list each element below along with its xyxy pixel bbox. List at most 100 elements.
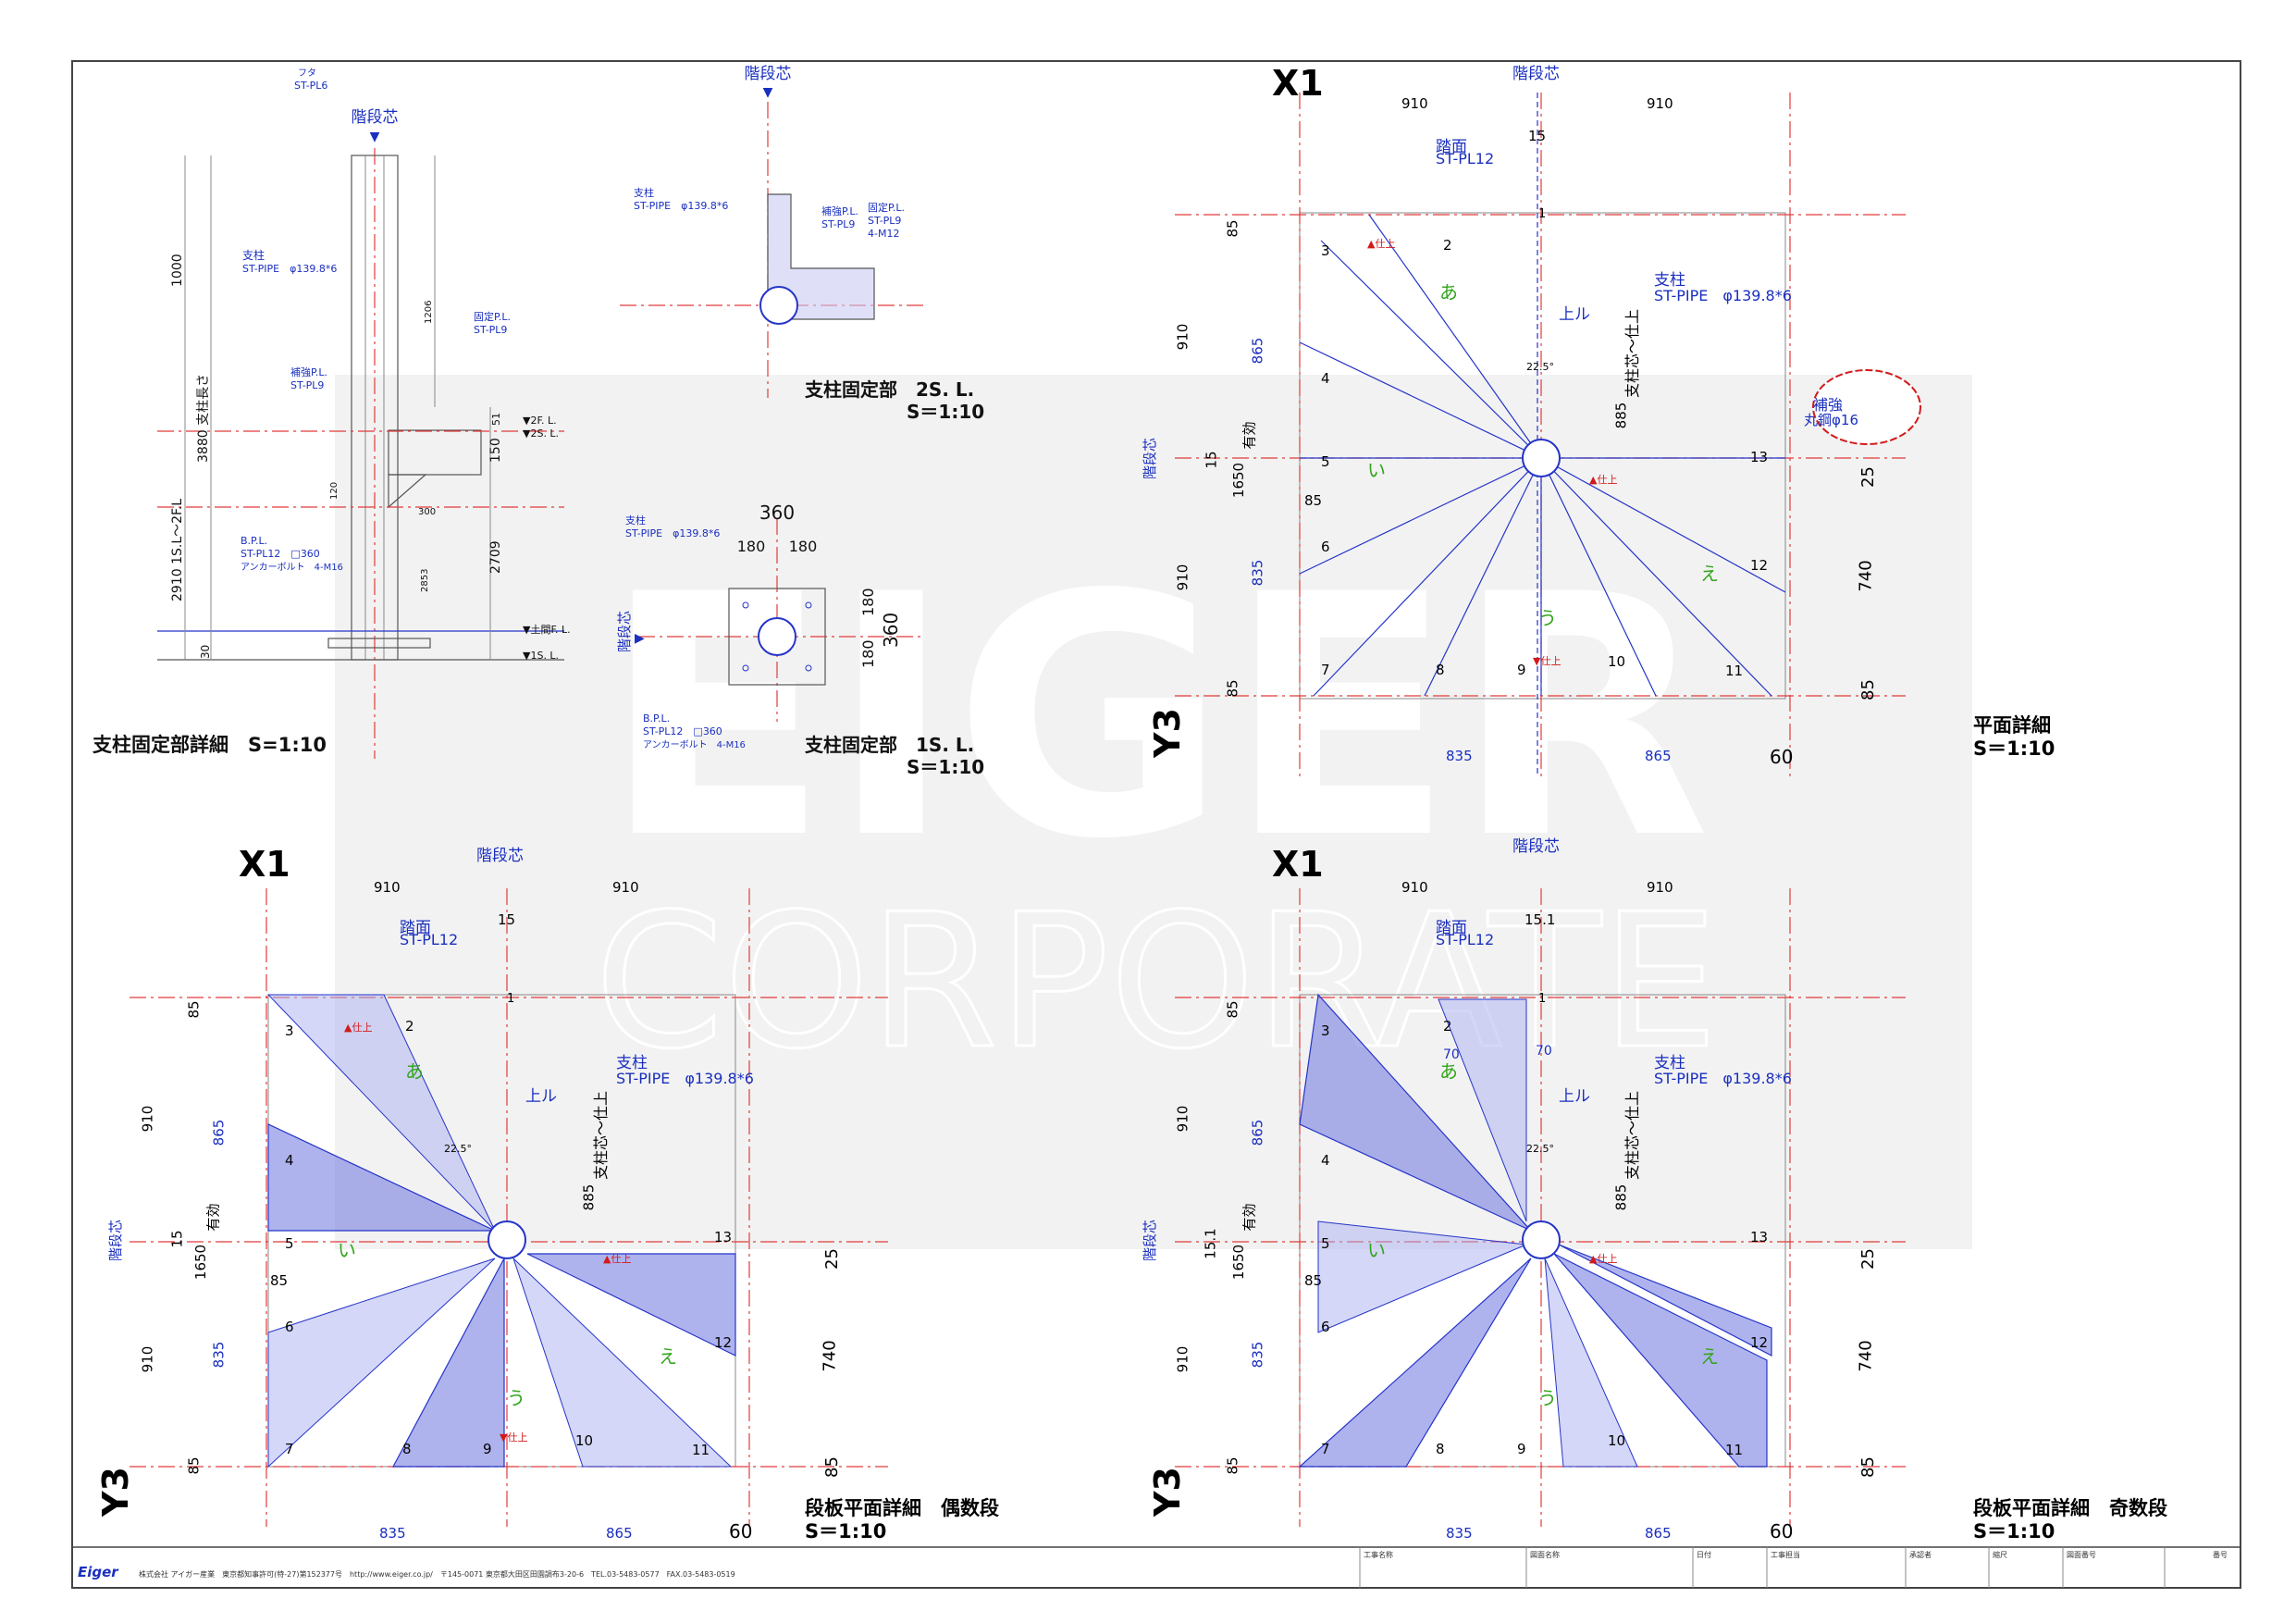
plan-left-dim-1650: 1650 — [1230, 462, 1248, 499]
even-right-dim-25: 25 — [821, 1248, 842, 1270]
fix1-bolt-hole-3 — [742, 664, 749, 672]
fix2-fix-label: 固定P.L. — [868, 201, 905, 214]
odd-left-dim-85b: 85 — [1224, 1456, 1241, 1475]
odd-stair-center: 階段芯 — [1512, 837, 1560, 856]
odd-tread-7 — [1298, 1258, 1532, 1468]
plan-step-2: 2 — [1443, 237, 1452, 254]
plan-marker-a: あ — [1439, 281, 1458, 304]
plan-column-spec: ST-PIPE φ139.8*6 — [1654, 287, 1792, 304]
odd-step-3: 3 — [1321, 1022, 1330, 1039]
even-marker-e: え — [659, 1345, 677, 1368]
even-left-dim-910: 910 — [139, 1105, 156, 1133]
tread-even-view — [130, 888, 888, 1527]
odd-step-1: 1 — [1538, 992, 1547, 1006]
even-marker-u: う — [507, 1387, 525, 1409]
plan-center-pipe — [1522, 439, 1561, 477]
odd-left-dim-85: 85 — [1224, 1000, 1241, 1019]
even-step-12: 12 — [714, 1334, 733, 1351]
even-left-dim-15: 15 — [168, 1230, 186, 1248]
even-bottom-dim-2: 865 — [606, 1525, 633, 1542]
level-2fl-label: ▼2F. L. — [523, 415, 557, 427]
even-step-7: 7 — [285, 1441, 294, 1457]
fix1-column-label: 支柱 — [625, 514, 646, 527]
stair-center-arrow: ▼ — [370, 130, 380, 144]
fix1-column-spec: ST-PIPE φ139.8*6 — [625, 527, 720, 539]
fix1-bolt-hole-2 — [805, 601, 812, 609]
odd-left-dim-85c: 85 — [1304, 1272, 1323, 1289]
odd-step-7: 7 — [1321, 1441, 1330, 1457]
fix2-scale: S＝1:10 — [907, 401, 984, 423]
odd-top-dim-2: 910 — [1647, 879, 1673, 896]
fix1-title: 支柱固定部 1S. L. — [805, 734, 974, 756]
fix1-bolt: アンカーボルト 4-M16 — [643, 739, 746, 750]
odd-step-5: 5 — [1321, 1235, 1330, 1252]
even-step-9: 9 — [483, 1441, 492, 1457]
plan-stair-center-left: 階段芯 — [1142, 437, 1159, 480]
plan-left-dim-835: 835 — [1249, 559, 1266, 587]
odd-tread-13 — [1558, 1244, 1772, 1357]
fix-plate — [388, 429, 482, 476]
plan-stair-center: 階段芯 — [1512, 65, 1560, 83]
plan-step-6: 6 — [1321, 539, 1330, 555]
even-top-dim-2: 910 — [612, 879, 639, 896]
odd-x1-label: X1 — [1272, 844, 1324, 885]
tb-field-date: 日付 — [1697, 1551, 1711, 1559]
odd-tread-label: 踏面 — [1436, 919, 1467, 937]
odd-tread-9 — [1544, 1258, 1638, 1468]
plan-left-dim-910b: 910 — [1174, 564, 1191, 591]
fix-1sl-view: 360 180 180 180 180 360 階段芯 ▶ 支柱 ST-PIPE… — [616, 502, 984, 778]
odd-step-9: 9 — [1517, 1441, 1526, 1457]
even-marker-a: あ — [405, 1060, 424, 1083]
plan-x1-label: X1 — [1272, 63, 1324, 104]
even-step-2: 2 — [405, 1018, 414, 1035]
even-tread-2 — [266, 994, 496, 1232]
plan-reinforce: 補強 — [1813, 396, 1844, 414]
rib-label: 補強P.L. — [290, 366, 327, 378]
fix-spec: ST-PL9 — [474, 324, 507, 336]
even-column-spec: ST-PIPE φ139.8*6 — [616, 1070, 754, 1087]
plan-left-dim-910: 910 — [1174, 323, 1191, 351]
fix2-column-label: 支柱 — [634, 186, 654, 199]
odd-70-a: 70 — [1443, 1047, 1460, 1062]
even-up-label: 上ル — [525, 1087, 557, 1106]
even-left-dim-85c: 85 — [270, 1272, 289, 1289]
even-tread-label: 踏面 — [400, 919, 431, 937]
even-tread-12 — [526, 1253, 736, 1357]
level-1sl-label: ▼1S. L. — [523, 650, 559, 662]
odd-right-dim-85: 85 — [1858, 1456, 1878, 1478]
fix2-stair-center: 階段芯 — [745, 65, 792, 83]
reinforce-cloud — [1812, 369, 1921, 445]
cap-label: フタ — [298, 68, 316, 79]
odd-marker-a: あ — [1439, 1060, 1458, 1083]
fix1-bpl-spec: ST-PL12 □360 — [643, 725, 722, 737]
even-finish-right: ▲仕上 — [603, 1253, 632, 1265]
dim-300: 300 — [418, 507, 436, 517]
odd-left-dim-910: 910 — [1174, 1105, 1191, 1133]
plan-step-13: 13 — [1750, 449, 1769, 465]
plan-title: 平面詳細 — [1973, 714, 2051, 737]
odd-step-12: 12 — [1750, 1334, 1769, 1351]
plan-finish-top: ▲仕上 — [1367, 238, 1396, 250]
fix1-bolt-hole-1 — [742, 601, 749, 609]
plan-detail-view — [1175, 93, 1906, 777]
plan-step-7: 7 — [1321, 662, 1330, 678]
fix1-dim-180-a: 180 — [737, 538, 766, 555]
even-y3-label: Y3 — [94, 1467, 136, 1517]
tb-field-scale: 縮尺 — [1993, 1551, 2007, 1559]
plan-top-num: 15 — [1528, 128, 1547, 144]
plan-top-dim-2: 910 — [1647, 95, 1673, 112]
even-left-dim-865: 865 — [210, 1119, 228, 1146]
plan-left-dim-15: 15 — [1203, 451, 1220, 469]
odd-bottom-dim-2: 865 — [1645, 1525, 1672, 1542]
fix1-bpl-label: B.P.L. — [643, 712, 670, 725]
even-tread-10 — [512, 1258, 733, 1468]
odd-tread-11 — [1553, 1253, 1768, 1468]
odd-left-dim-1650: 1650 — [1230, 1244, 1248, 1281]
even-right-dim-885: 885 — [580, 1183, 598, 1211]
fix1-center-arrow: ▶ — [635, 631, 645, 646]
dim-51: 51 — [490, 413, 502, 426]
even-stair-center-left: 階段芯 — [107, 1219, 125, 1262]
plan-step-12: 12 — [1750, 557, 1769, 574]
dim-2910: 2910 1S.L～2F.L — [170, 499, 185, 601]
company-logo: Eiger — [78, 1564, 118, 1580]
